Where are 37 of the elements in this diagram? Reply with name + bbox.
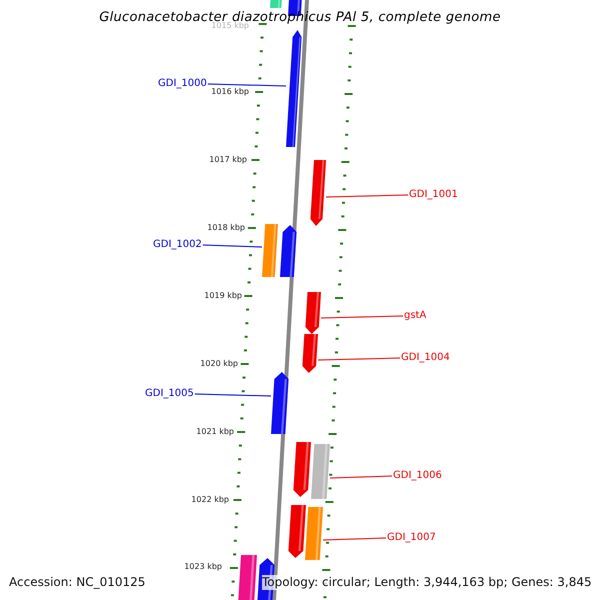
gene-feature — [302, 334, 318, 373]
gene-label: GDI_1006 — [393, 470, 442, 482]
scale-label: 1017 kbp — [209, 155, 247, 165]
scale-label: 1020 kbp — [200, 359, 238, 369]
gene-label: GDI_1004 — [401, 352, 450, 364]
gene-feature — [238, 555, 257, 600]
gene-feature — [280, 225, 297, 277]
gene-feature — [288, 505, 306, 558]
gene-feature — [305, 292, 321, 334]
gene-label: GDI_1002 — [153, 239, 202, 251]
gene-feature — [262, 224, 278, 277]
leader-line — [320, 316, 404, 318]
leader-line — [330, 476, 392, 478]
gene-label: GDI_1007 — [387, 532, 436, 544]
gene-feature — [293, 442, 311, 497]
gene-feature — [271, 372, 289, 434]
leader-line — [326, 194, 408, 198]
leader-line — [318, 358, 400, 360]
scale-label: 1018 kbp — [207, 223, 245, 233]
gene-feature — [305, 507, 323, 560]
scale-label: 1016 kbp — [211, 87, 249, 97]
leader-line — [202, 244, 262, 248]
gene-label: GDI_1001 — [409, 189, 458, 201]
leader-line — [194, 394, 272, 396]
leader-line — [322, 538, 386, 540]
gene-label: gstA — [404, 310, 426, 322]
gene-label: GDI_1005 — [145, 388, 194, 400]
leader-line — [207, 84, 286, 86]
accession-text: Accession: NC_010125 — [9, 575, 146, 590]
gene-label: GDI_1000 — [158, 78, 207, 90]
gene-feature — [311, 444, 330, 499]
gene-feature — [310, 160, 326, 226]
scale-label: 1019 kbp — [204, 291, 242, 301]
scale-label: 1022 kbp — [191, 495, 229, 505]
scale-label: 1023 kbp — [184, 562, 222, 572]
scale-label: 1021 kbp — [196, 427, 234, 437]
gene-feature — [286, 30, 302, 147]
